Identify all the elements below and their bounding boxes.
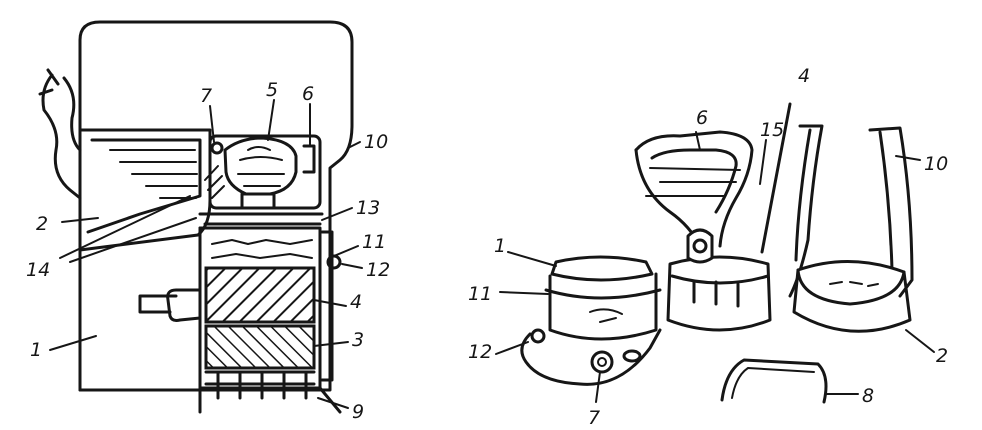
leader-11: [333, 245, 359, 257]
label-2: 2: [36, 213, 48, 235]
label-r10: 10: [924, 153, 948, 175]
leader-1: [49, 335, 97, 351]
leader-3: [313, 341, 349, 347]
leader-4: [313, 299, 347, 307]
leader-r7: [595, 371, 601, 403]
leader-r6: [695, 131, 701, 151]
strap-right: [868, 126, 914, 298]
cylinder-body: [666, 255, 772, 332]
canister-1-band: [544, 288, 662, 300]
filter-disc-marks: [829, 281, 879, 287]
bottom-cut: [318, 386, 342, 414]
leader-r2: [905, 329, 935, 353]
cylinder-ribs: [692, 280, 740, 308]
harness-outer: [634, 130, 754, 248]
label-r6: 6: [696, 107, 708, 129]
cord-12: [520, 328, 662, 386]
mask-valve-port: [692, 238, 708, 254]
side-rim: [320, 230, 334, 382]
leader-14: [59, 195, 197, 263]
leader-13: [321, 207, 353, 221]
label-r11: 11: [468, 283, 492, 305]
label-r8: 8: [862, 385, 874, 407]
label-r15: 15: [760, 119, 784, 141]
label-r4: 4: [798, 65, 810, 87]
strap-right-inner: [878, 130, 894, 272]
label-11: 11: [362, 231, 386, 253]
flap-ribs: [109, 149, 198, 199]
leader-r15: [759, 139, 767, 185]
components-view: 4 6 15 10 1 11 12 7 2 8: [468, 65, 948, 429]
label-12: 12: [366, 259, 390, 281]
divider-13: [198, 212, 324, 226]
cylinder-rim: [670, 274, 770, 285]
valve-neck: [240, 192, 276, 210]
label-13: 13: [356, 197, 380, 219]
label-r12: 12: [468, 341, 492, 363]
label-4: 4: [350, 291, 362, 313]
fitting-nut: [622, 349, 642, 363]
strap-buckle: [38, 68, 82, 200]
label-10: 10: [364, 131, 388, 153]
leader-12: [341, 263, 363, 269]
leader-5: [267, 99, 275, 141]
strap-left-inner: [794, 128, 812, 262]
filter-layer-4: [204, 266, 316, 324]
clip-6: [302, 144, 316, 174]
harness-left: [634, 148, 702, 248]
valve-cap-detail: [237, 146, 285, 187]
hose-nozzle: [166, 288, 202, 322]
bag-flap: [78, 128, 212, 252]
bag-cross-section: 7 5 6 10 2 13 14 11 12 4 1 3 9: [26, 20, 390, 423]
label-3: 3: [352, 329, 364, 351]
canister-1-top: [550, 255, 654, 282]
harness-texture: [645, 167, 741, 197]
label-r1: 1: [494, 235, 506, 257]
flap-section: [86, 138, 202, 234]
label-r7: 7: [588, 407, 600, 429]
filter-disc-body: [792, 268, 912, 333]
mask-valve: [686, 228, 714, 264]
label-5: 5: [266, 79, 278, 101]
fitting-7: [590, 350, 614, 374]
label-6: 6: [302, 83, 314, 105]
leader-r12: [495, 341, 529, 355]
cord-ring: [530, 328, 546, 344]
fitting-7-core: [597, 357, 607, 367]
spring-clips: [204, 165, 225, 199]
bolt-7: [210, 141, 224, 155]
nozzle-tube: [138, 294, 178, 314]
harness-inner: [650, 148, 738, 214]
canister-top-layer: [211, 239, 313, 259]
tube-4: [760, 102, 792, 254]
leader-r1: [507, 251, 557, 267]
charcoal-layer-3: [204, 324, 316, 370]
bracket-8: [720, 358, 828, 404]
label-9: 9: [352, 401, 364, 423]
canister-1-body: [548, 272, 658, 341]
label-r2: 2: [936, 345, 948, 367]
label-14: 14: [26, 259, 50, 281]
leader-7: [209, 105, 215, 143]
leader-10: [347, 141, 361, 149]
canister-1-marking: [589, 308, 623, 323]
bracket-8-inner: [731, 367, 815, 399]
leader-9: [317, 397, 349, 409]
label-7: 7: [200, 85, 212, 107]
leader-r11: [499, 291, 549, 295]
valve-cap: [223, 136, 298, 196]
leader-r10: [895, 155, 921, 161]
label-1: 1: [30, 339, 42, 361]
leader-2: [61, 217, 99, 223]
bottom-grid-9: [204, 370, 316, 400]
